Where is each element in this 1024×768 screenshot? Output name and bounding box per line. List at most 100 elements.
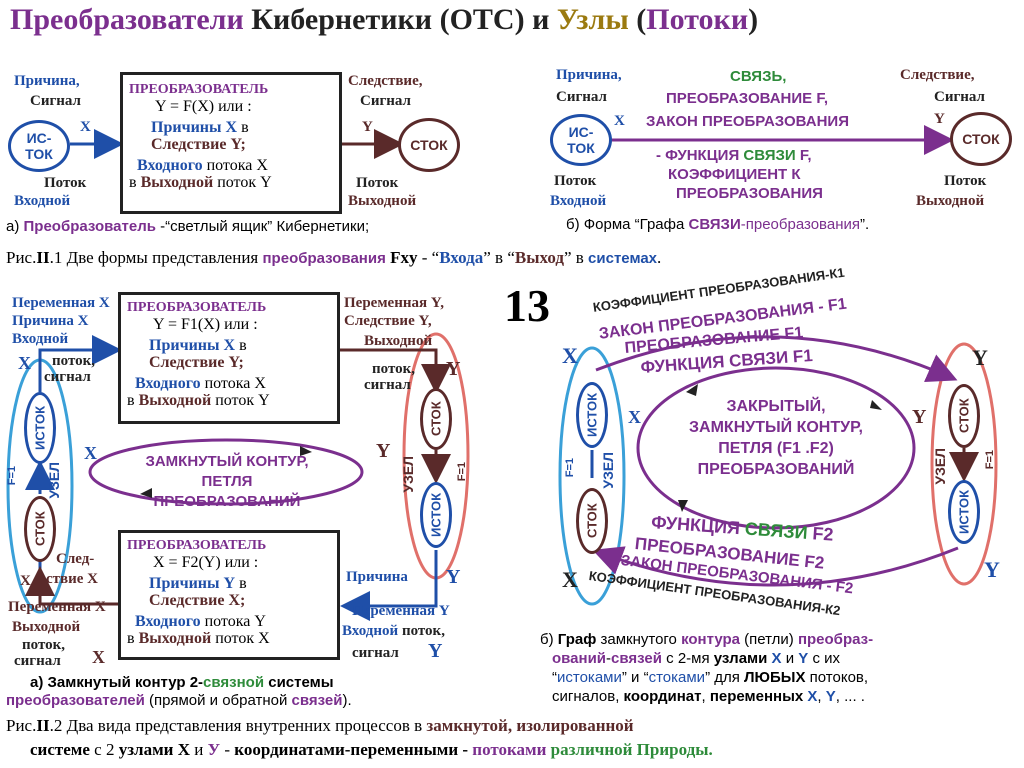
br-y3: Y <box>984 557 1000 582</box>
fig1-k: системах <box>588 250 658 267</box>
tl-caption-a: а) <box>6 218 24 235</box>
tr-c4b: СВЯЗИ <box>743 147 796 164</box>
tl-input: Входной <box>14 193 71 209</box>
tl-sink-circle: СТОК <box>398 118 460 172</box>
tl-box-l2a: Причины X <box>151 119 238 136</box>
tr-flow2: Поток <box>944 173 987 189</box>
page-number: 13 <box>504 280 550 331</box>
br-inner2: ЗАМКНУТЫЙ КОНТУР, <box>689 419 863 436</box>
bl-cap1a: а) Замкнутый контур 2- <box>30 674 204 691</box>
br-cap-line4: сигналов, координат, переменных X, Y, ..… <box>540 687 1010 706</box>
bl-box1-l3: Следствие Y; <box>149 354 244 371</box>
br-arc5b: СВЯЗИ <box>744 518 809 543</box>
bl-loop-arrowhead-bottom <box>140 488 152 498</box>
br-outer-arc-bottom <box>592 546 959 587</box>
br-cap3c: ” и “ <box>621 669 649 686</box>
fig2-l2a: системе <box>30 740 90 759</box>
title-word-converters: Преобразователи <box>10 3 244 36</box>
br-f1: F=1 <box>564 458 576 478</box>
bl-loop2: ПЕТЛЯ ПРЕОБРАЗОВАНИЙ <box>153 473 301 510</box>
fig1-h: ” в “ <box>483 248 515 267</box>
tl-source-circle: ИС- ТОК <box>8 120 70 172</box>
bl-left-sink-circle: СТОК <box>24 496 56 562</box>
br-cap2i: с их <box>808 650 840 667</box>
br-sink: СТОК <box>584 503 600 539</box>
br-cap4h: , ... . <box>835 688 865 705</box>
br-cap1a: б) <box>540 631 558 648</box>
bl-node-x: УЗЕЛ <box>46 462 62 499</box>
bl-signal2: сигнал <box>364 377 411 393</box>
br-right-source-circle: ИСТОК <box>948 480 980 544</box>
br-node-x: УЗЕЛ <box>600 452 616 489</box>
bl-loop-ellipse <box>88 438 364 506</box>
bl-box2-l3: Следствие X; <box>149 592 246 609</box>
fig1-b: II <box>36 248 50 267</box>
bl-source: ИСТОК <box>32 405 48 451</box>
bl-box1-l4b: потока X <box>200 375 266 392</box>
fig1-a: Рис. <box>6 248 37 267</box>
br-cap2b: - <box>606 650 612 667</box>
tr-c2: ПРЕОБРАЗОВАНИЕ F, <box>666 90 828 107</box>
fig1-f: - “ <box>417 248 440 267</box>
tr-c4a: - ФУНКЦИЯ <box>656 147 744 164</box>
fig1-d: преобразования <box>262 250 386 267</box>
tr-c3: ЗАКОН ПРЕОБРАЗОВАНИЯ <box>646 113 849 130</box>
fig2-l2g: координатами-переменными - <box>234 740 473 759</box>
br-x2: X <box>628 407 641 427</box>
tr-c6: ПРЕОБРАЗОВАНИЯ <box>676 185 823 202</box>
bl-left-source-circle: ИСТОК <box>24 392 56 464</box>
br-x3: X <box>562 567 578 592</box>
tl-signal2: Сигнал <box>360 93 411 109</box>
br-cap4d: переменных <box>709 688 804 705</box>
bl-cause-y: Причина <box>346 569 408 585</box>
title-paren-close: ) <box>748 3 759 36</box>
br-x1: X <box>562 343 578 368</box>
fig1-g: Входа <box>439 248 484 267</box>
br-cap3b: истоками <box>557 669 622 686</box>
br-cap4b: координат <box>623 688 702 705</box>
tl-effect: Следствие, <box>348 73 423 89</box>
tl-cause: Причина, <box>14 73 80 89</box>
bl-x3: X <box>20 573 31 589</box>
bl-output: Выходной <box>364 333 433 349</box>
fig1-j: ” в <box>563 248 589 267</box>
bl-box1-l2b: в <box>235 337 247 354</box>
bl-flow4: поток, <box>398 623 445 639</box>
page-title: Преобразователи Кибернетики (ОТС) и Узлы… <box>10 2 758 38</box>
tr-sink-circle: СТОК <box>950 112 1012 166</box>
br-cap-line3: “истоками” и “стоками” для ЛЮБЫХ потоков… <box>540 668 1010 687</box>
bl-arrow-into-box2 <box>340 550 438 621</box>
tl-sink: СТОК <box>410 137 448 153</box>
tr-c5: КОЭФФИЦИЕНТ К <box>668 166 801 183</box>
bl-cap2d: ). <box>342 692 352 709</box>
br-y2: Y <box>912 406 927 428</box>
tr-caption-c: -преобразования <box>740 216 860 233</box>
bl-x2: X <box>84 443 97 463</box>
tl-caption: а) Преобразователь -“светлый ящик” Кибер… <box>6 218 369 235</box>
bl-box2-eq: X = F2(Y) или : <box>153 554 259 571</box>
br-inner4: ПРЕОБРАЗОВАНИЙ <box>697 461 855 478</box>
br-cap1d: контура <box>681 631 740 648</box>
bl-converter-box-2: ПРЕОБРАЗОВАТЕЛЬ X = F2(Y) или : Причины … <box>118 530 340 660</box>
bl-input: Входной <box>12 331 69 347</box>
fig2-l1c: .2 Два вида представления внутренних про… <box>49 716 427 735</box>
figure1-caption: Рис.II.1 Две формы представления преобра… <box>6 248 661 268</box>
tr-effect: Следствие, <box>900 67 975 83</box>
tl-converter-box: ПРЕОБРАЗОВАТЕЛЬ Y = F(X) или : Причины X… <box>120 72 342 214</box>
bl-cap2b: (прямой и обратной <box>144 692 292 709</box>
bl-signal3: сигнал <box>14 653 61 669</box>
bl-flow3: поток, <box>22 637 66 653</box>
title-word-nodes: Узлы <box>556 3 629 36</box>
tl-caption-b: Преобразователь <box>23 218 156 235</box>
br-inner3: ПЕТЛЯ (F1 .F2) <box>718 440 834 457</box>
bl-var-y2: Переменная Y <box>352 603 450 619</box>
br-inner-arrowhead-top <box>686 384 698 396</box>
br-cap1e: (петли) <box>739 631 798 648</box>
br-cap3g: потоков, <box>805 669 869 686</box>
bl-box1-l5a: в <box>127 392 139 409</box>
br-right-node-ellipse <box>930 342 998 586</box>
br-cap2c: связей <box>611 650 662 667</box>
bl-var-y: Переменная Y, <box>344 295 445 311</box>
fig2-l2h: потоками <box>472 740 547 759</box>
